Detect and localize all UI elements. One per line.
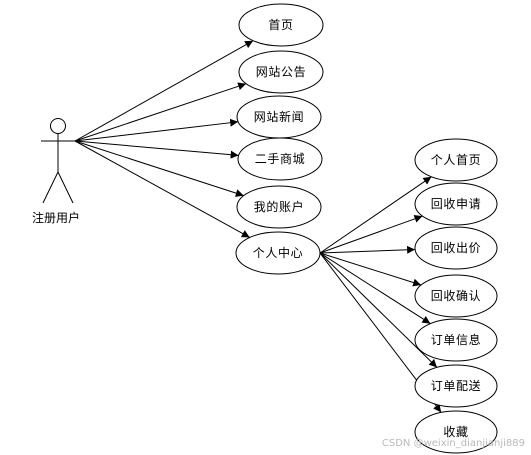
use-case-label: 回收确认	[431, 289, 481, 303]
use-case-label: 网站新闻	[254, 109, 304, 124]
use-case-label: 网站公告	[256, 65, 306, 79]
association-arrow-recycle-bid	[319, 245, 416, 254]
use-case-ellipse	[414, 410, 498, 454]
use-case-my-account: 我的账户	[236, 185, 322, 229]
actor-right-leg	[57, 171, 74, 204]
use-case-ellipse	[414, 274, 498, 318]
association-arrow-recycle-confirm	[319, 252, 422, 287]
use-case-recycle-confirm: 回收确认	[414, 274, 498, 318]
use-case-personal-center: 个人中心	[235, 231, 321, 275]
association-arrow-news	[74, 118, 239, 142]
use-case-ellipse	[414, 138, 498, 182]
watermark-text: CSDN @weixin_dianjianji889	[381, 438, 525, 449]
association-arrow-personal-center	[74, 140, 251, 238]
association-arrow-personal-home	[319, 176, 432, 254]
use-case-ellipse	[414, 318, 498, 362]
actor-figure: 注册用户	[32, 118, 80, 225]
use-case-second-hand-mall: 二手商城	[237, 137, 323, 181]
use-case-label: 首页	[268, 18, 293, 32]
use-case-label: 我的账户	[254, 199, 304, 214]
use-case-order-info: 订单信息	[414, 318, 498, 362]
association-arrow-announcement	[74, 82, 247, 142]
use-case-ellipse	[236, 185, 322, 229]
association-arrow-second-hand-mall	[74, 140, 239, 159]
use-case-label: 二手商城	[255, 151, 305, 166]
actor-left-leg	[42, 171, 59, 204]
association-arrow-order-info	[319, 252, 431, 325]
use-case-favorites: 收藏	[414, 410, 498, 454]
use-case-label: 回收申请	[431, 197, 481, 211]
use-case-ellipse	[238, 3, 324, 47]
use-case-recycle-application: 回收申请	[414, 182, 498, 226]
use-case-ellipse	[235, 231, 321, 275]
actor-head	[50, 118, 66, 134]
association-arrow-recycle-application	[319, 215, 423, 254]
use-case-ellipse	[237, 137, 323, 181]
use-case-ellipse	[414, 226, 498, 270]
use-case-ellipse	[238, 50, 324, 94]
connectors	[74, 40, 442, 413]
use-case-news: 网站新闻	[236, 95, 322, 139]
use-case-home: 首页	[238, 3, 324, 47]
use-case-label: 回收出价	[431, 241, 481, 255]
use-case-ellipse	[414, 364, 498, 408]
use-case-label: 个人首页	[431, 153, 481, 167]
use-case-recycle-bid: 回收出价	[414, 226, 498, 270]
association-arrow-my-account	[74, 140, 244, 197]
use-case-label: 订单配送	[431, 378, 481, 393]
use-case-ellipse	[414, 182, 498, 226]
use-case-order-delivery: 订单配送	[414, 364, 498, 408]
use-case-label: 收藏	[443, 425, 468, 439]
association-arrow-home	[74, 40, 254, 142]
use-case-label: 个人中心	[253, 245, 303, 260]
use-case-personal-home: 个人首页	[414, 138, 498, 182]
use-case-label: 订单信息	[431, 332, 481, 347]
association-arrow-order-delivery	[319, 252, 438, 368]
actor-label: 注册用户	[32, 210, 80, 225]
use-case-announcement: 网站公告	[238, 50, 324, 94]
